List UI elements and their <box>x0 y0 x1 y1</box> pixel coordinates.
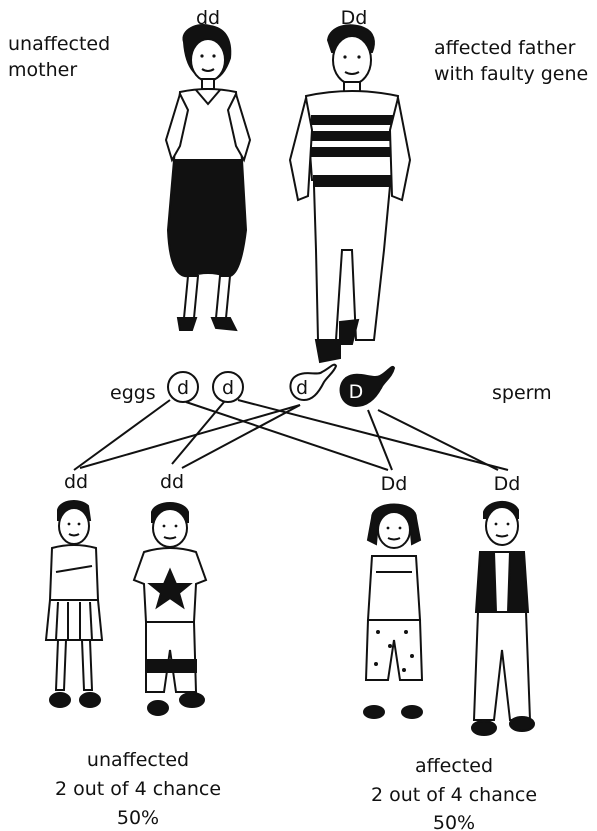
cross-lines <box>74 400 508 470</box>
unaffected-outcome-line1: unaffected <box>87 749 189 771</box>
child-2-figure <box>134 503 206 715</box>
egg-1-allele: d <box>177 377 189 399</box>
egg-1: d <box>168 372 198 402</box>
child-4-figure <box>472 502 534 735</box>
child-1-genotype: dd <box>64 471 88 493</box>
sperm-2: D <box>341 367 394 406</box>
affected-outcome-percent: 50% <box>433 812 475 831</box>
sperm-1-allele: d <box>296 377 308 399</box>
child-1-figure <box>46 501 102 707</box>
mother-label-line1: unaffected <box>8 33 110 55</box>
unaffected-outcome-percent: 50% <box>117 807 159 829</box>
child-2-genotype: dd <box>160 471 184 493</box>
affected-outcome-line2: 2 out of 4 chance <box>371 784 537 806</box>
mother-label-line2: mother <box>8 59 77 81</box>
sperm-1: d <box>290 365 336 400</box>
father-figure <box>290 25 410 362</box>
father-label-line1: affected father <box>434 37 576 59</box>
child-4-genotype: Dd <box>494 473 521 495</box>
egg-2-allele: d <box>222 377 234 399</box>
eggs-label: eggs <box>110 382 156 404</box>
mother-figure <box>166 25 250 330</box>
child-3-figure <box>364 505 422 719</box>
child-3-genotype: Dd <box>381 473 408 495</box>
sperm-label: sperm <box>492 382 552 404</box>
egg-2: d <box>213 372 243 402</box>
unaffected-outcome-line2: 2 out of 4 chance <box>55 778 221 800</box>
father-label-line2: with faulty gene <box>434 63 588 85</box>
sperm-2-allele: D <box>349 381 364 403</box>
affected-outcome-line1: affected <box>415 755 493 777</box>
